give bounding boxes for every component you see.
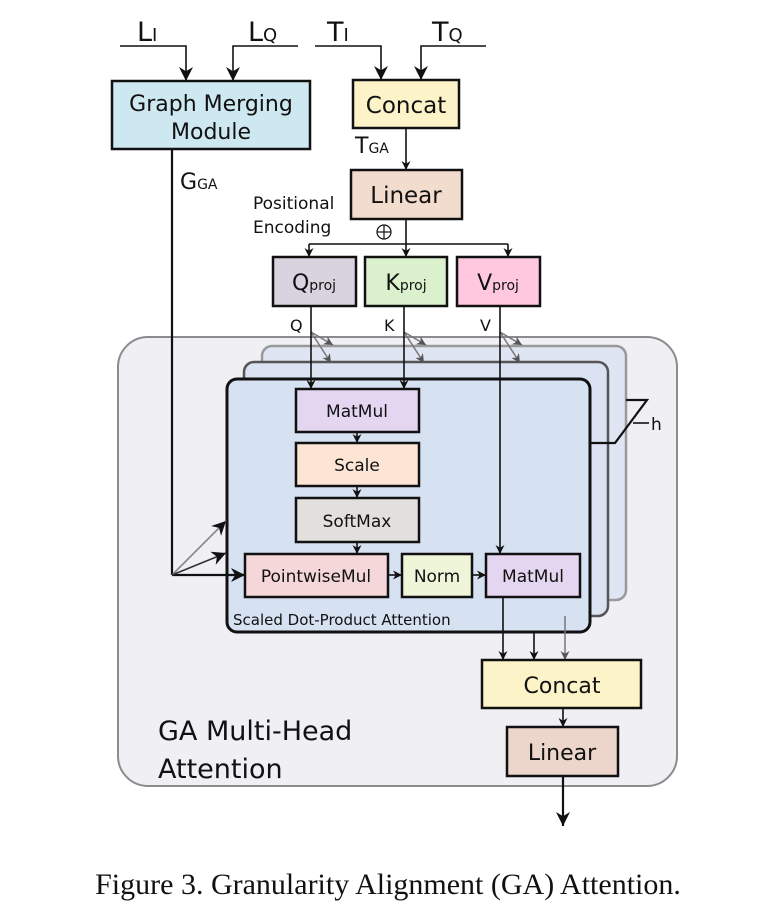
t-i-label: TI <box>326 17 349 48</box>
t-q-label: TQ <box>431 17 463 48</box>
linear-bottom-label: Linear <box>528 741 597 766</box>
multihead-title-1: GA Multi-Head <box>158 716 352 747</box>
t-q-arrow <box>414 45 486 80</box>
g-ga-head-2-arrow <box>171 551 227 576</box>
l-q-arrow <box>226 45 298 81</box>
v-proj-block: Vproj <box>455 255 542 308</box>
concat-bottom-block: Concat <box>480 658 643 710</box>
heads-label: h <box>651 415 662 435</box>
softmax-block: SoftMax <box>294 496 421 544</box>
l-q-label: LQ <box>248 17 277 48</box>
matmul-1-label: MatMul <box>326 402 388 422</box>
graph-merging-label-1: Graph Merging <box>129 92 293 117</box>
linear-top-block: Linear <box>349 168 464 221</box>
input-t-i: TI <box>315 17 388 80</box>
k-proj-label: Kproj <box>385 271 426 296</box>
positional-encoding-label-2: Encoding <box>253 218 331 238</box>
add-icon <box>376 224 392 240</box>
pointwise-mul-label: PointwiseMul <box>261 567 371 587</box>
v-output-label: V <box>480 316 491 335</box>
heads-bracket <box>590 398 650 445</box>
scale-block: Scale <box>294 441 421 488</box>
norm-label: Norm <box>414 567 460 587</box>
norm-block: Norm <box>400 552 474 599</box>
l-i-label: LI <box>137 17 157 48</box>
input-t-q: TQ <box>414 17 486 80</box>
multihead-title-2: Attention <box>158 754 283 785</box>
input-l-q: LQ <box>226 17 298 81</box>
g-ga-label: GGA <box>180 170 218 195</box>
concat-top-label: Concat <box>366 93 446 119</box>
figure-caption: Figure 3. Granularity Alignment (GA) Att… <box>95 868 681 901</box>
l-i-arrow <box>120 45 193 81</box>
input-l-i: LI <box>120 17 193 81</box>
softmax-label: SoftMax <box>323 512 392 532</box>
k-proj-block: Kproj <box>363 255 449 308</box>
concat-top-block: Concat <box>351 78 461 130</box>
linear-bottom-block: Linear <box>505 725 620 778</box>
head-fanout-arrows <box>310 331 523 364</box>
scaled-dot-product-title: Scaled Dot-Product Attention <box>233 611 451 629</box>
linear-top-label: Linear <box>370 183 442 209</box>
t-ga-label: TGA <box>354 134 389 159</box>
matmul-2-label: MatMul <box>502 567 564 587</box>
scale-label: Scale <box>334 456 380 476</box>
concat-bottom-label: Concat <box>524 674 601 699</box>
k-output-label: K <box>384 316 395 335</box>
t-i-arrow <box>315 45 388 80</box>
q-proj-block: Qproj <box>271 255 358 308</box>
v-proj-label: Vproj <box>477 271 519 296</box>
matmul-block-2: MatMul <box>484 552 582 599</box>
positional-encoding-label-1: Positional <box>253 194 334 214</box>
q-output-label: Q <box>290 316 303 335</box>
pointwise-mul-block: PointwiseMul <box>243 552 390 599</box>
g-ga-head-3-arrow <box>171 520 227 576</box>
graph-merging-module: Graph Merging Module <box>110 79 312 151</box>
matmul-block-1: MatMul <box>294 387 421 434</box>
q-proj-label: Qproj <box>292 271 336 296</box>
graph-merging-label-2: Module <box>171 120 251 145</box>
